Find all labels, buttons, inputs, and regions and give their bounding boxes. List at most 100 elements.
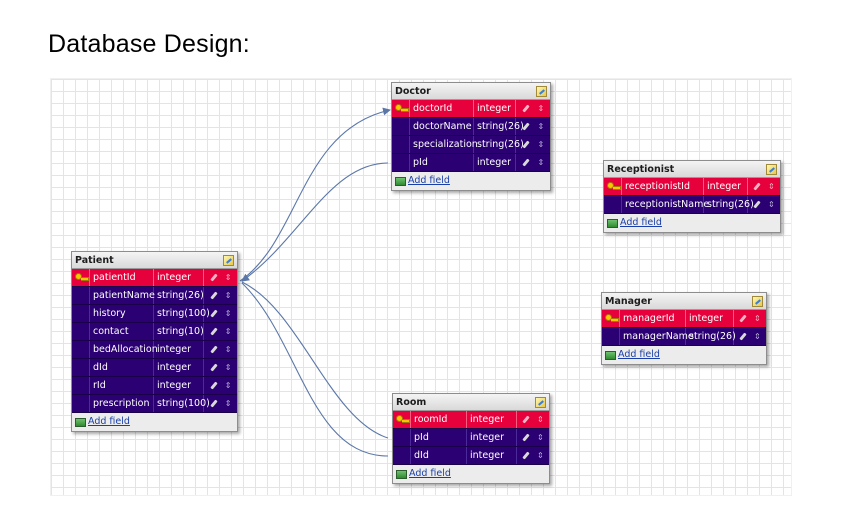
table-title: Receptionist	[604, 161, 780, 178]
page-title: Database Design:	[48, 30, 250, 58]
pencil-icon[interactable]	[522, 122, 530, 131]
add-field-button[interactable]: Add field	[604, 214, 780, 232]
field-type: integer	[704, 178, 748, 195]
table-patient[interactable]: Patient patientId integer ⇕ patientName …	[71, 251, 238, 432]
field-row[interactable]: bedAllocation integer ⇕	[72, 341, 237, 359]
add-field-icon	[607, 218, 618, 228]
field-type: integer	[467, 447, 517, 464]
table-manager[interactable]: Manager managerId integer ⇕ managerName …	[601, 292, 767, 365]
field-row[interactable]: doctorId integer ⇕	[392, 100, 550, 118]
sort-icon[interactable]: ⇕	[767, 181, 775, 191]
field-row[interactable]: receptionistName string(26) ⇕	[604, 196, 780, 214]
pencil-icon[interactable]	[522, 158, 530, 167]
sort-icon[interactable]: ⇕	[224, 362, 232, 372]
field-type: string(26)	[474, 118, 524, 135]
pencil-icon[interactable]	[522, 415, 531, 424]
field-row[interactable]: receptionistId integer ⇕	[604, 178, 780, 196]
sort-icon[interactable]: ⇕	[224, 398, 232, 408]
pencil-icon[interactable]	[209, 309, 218, 318]
sort-icon[interactable]: ⇕	[536, 432, 544, 442]
add-field-button[interactable]: Add field	[72, 413, 237, 431]
pencil-icon[interactable]	[739, 314, 748, 323]
pencil-icon[interactable]	[522, 451, 531, 460]
field-row[interactable]: rId integer ⇕	[72, 377, 237, 395]
field-name: patientId	[90, 269, 154, 286]
field-name: doctorName	[410, 118, 474, 135]
field-name: dId	[90, 359, 154, 376]
pencil-icon[interactable]	[209, 381, 218, 390]
sort-icon[interactable]: ⇕	[536, 450, 544, 460]
add-field-button[interactable]: Add field	[393, 465, 549, 483]
field-row[interactable]: specialization string(26) ⇕	[392, 136, 550, 154]
field-row[interactable]: history string(100) ⇕	[72, 305, 237, 323]
field-name: patientName	[90, 287, 155, 304]
field-name: pId	[410, 154, 474, 171]
sort-icon[interactable]: ⇕	[224, 344, 232, 354]
pencil-icon[interactable]	[209, 327, 218, 336]
pencil-icon[interactable]	[753, 200, 762, 209]
field-row[interactable]: patientId integer ⇕	[72, 269, 237, 287]
add-field-button[interactable]: Add field	[392, 172, 550, 190]
edit-table-icon[interactable]	[535, 397, 546, 408]
sort-icon[interactable]: ⇕	[536, 414, 544, 424]
field-type: string(26)	[686, 328, 736, 345]
pencil-icon[interactable]	[209, 345, 218, 354]
field-type: string(26)	[704, 196, 754, 213]
pencil-icon[interactable]	[522, 140, 530, 149]
edit-table-icon[interactable]	[536, 86, 547, 97]
table-room[interactable]: Room roomId integer ⇕ pId integer ⇕ dId …	[392, 393, 550, 484]
field-name: pId	[411, 429, 467, 446]
sort-icon[interactable]: ⇕	[753, 331, 761, 341]
field-row[interactable]: patientName string(26) ⇕	[72, 287, 237, 305]
sort-icon[interactable]: ⇕	[224, 326, 232, 336]
field-type: integer	[467, 429, 517, 446]
table-title: Doctor	[392, 83, 550, 100]
sort-icon[interactable]: ⇕	[767, 199, 775, 209]
sort-icon[interactable]: ⇕	[753, 313, 761, 323]
edit-table-icon[interactable]	[223, 255, 234, 266]
pencil-icon[interactable]	[522, 433, 531, 442]
field-row[interactable]: doctorName string(26) ⇕	[392, 118, 550, 136]
pencil-icon[interactable]	[209, 363, 218, 372]
pencil-icon[interactable]	[753, 182, 762, 191]
sort-icon[interactable]: ⇕	[224, 272, 232, 282]
field-row[interactable]: prescription string(100) ⇕	[72, 395, 237, 413]
field-name: history	[90, 305, 154, 322]
pencil-icon[interactable]	[739, 332, 748, 341]
field-row[interactable]: contact string(10) ⇕	[72, 323, 237, 341]
field-type: integer	[467, 411, 517, 428]
key-icon	[607, 182, 621, 190]
edit-table-icon[interactable]	[752, 296, 763, 307]
field-type: integer	[154, 359, 204, 376]
field-row[interactable]: pId integer ⇕	[392, 154, 550, 172]
pencil-icon[interactable]	[522, 104, 530, 113]
field-row[interactable]: pId integer ⇕	[393, 429, 549, 447]
field-type: string(26)	[154, 287, 204, 304]
add-field-button[interactable]: Add field	[602, 346, 766, 364]
sort-icon[interactable]: ⇕	[537, 139, 545, 149]
field-type: string(26)	[474, 136, 524, 153]
field-type: string(100)	[154, 395, 210, 412]
table-receptionist[interactable]: Receptionist receptionistId integer ⇕ re…	[603, 160, 781, 233]
table-doctor[interactable]: Doctor doctorId integer ⇕ doctorName str…	[391, 82, 551, 191]
sort-icon[interactable]: ⇕	[537, 103, 545, 113]
field-name: bedAllocation	[90, 341, 158, 358]
field-row[interactable]: dId integer ⇕	[72, 359, 237, 377]
field-row[interactable]: dId integer ⇕	[393, 447, 549, 465]
add-field-icon	[605, 350, 616, 360]
sort-icon[interactable]: ⇕	[537, 121, 545, 131]
sort-icon[interactable]: ⇕	[224, 380, 232, 390]
pencil-icon[interactable]	[209, 273, 218, 282]
pencil-icon[interactable]	[209, 399, 218, 408]
sort-icon[interactable]: ⇕	[537, 157, 545, 167]
field-name: managerName	[620, 328, 694, 345]
pencil-icon[interactable]	[209, 291, 218, 300]
field-row[interactable]: managerId integer ⇕	[602, 310, 766, 328]
sort-icon[interactable]: ⇕	[224, 290, 232, 300]
field-row[interactable]: managerName string(26) ⇕	[602, 328, 766, 346]
edit-table-icon[interactable]	[766, 164, 777, 175]
field-name: prescription	[90, 395, 154, 412]
add-field-icon	[396, 469, 407, 479]
sort-icon[interactable]: ⇕	[224, 308, 232, 318]
field-row[interactable]: roomId integer ⇕	[393, 411, 549, 429]
